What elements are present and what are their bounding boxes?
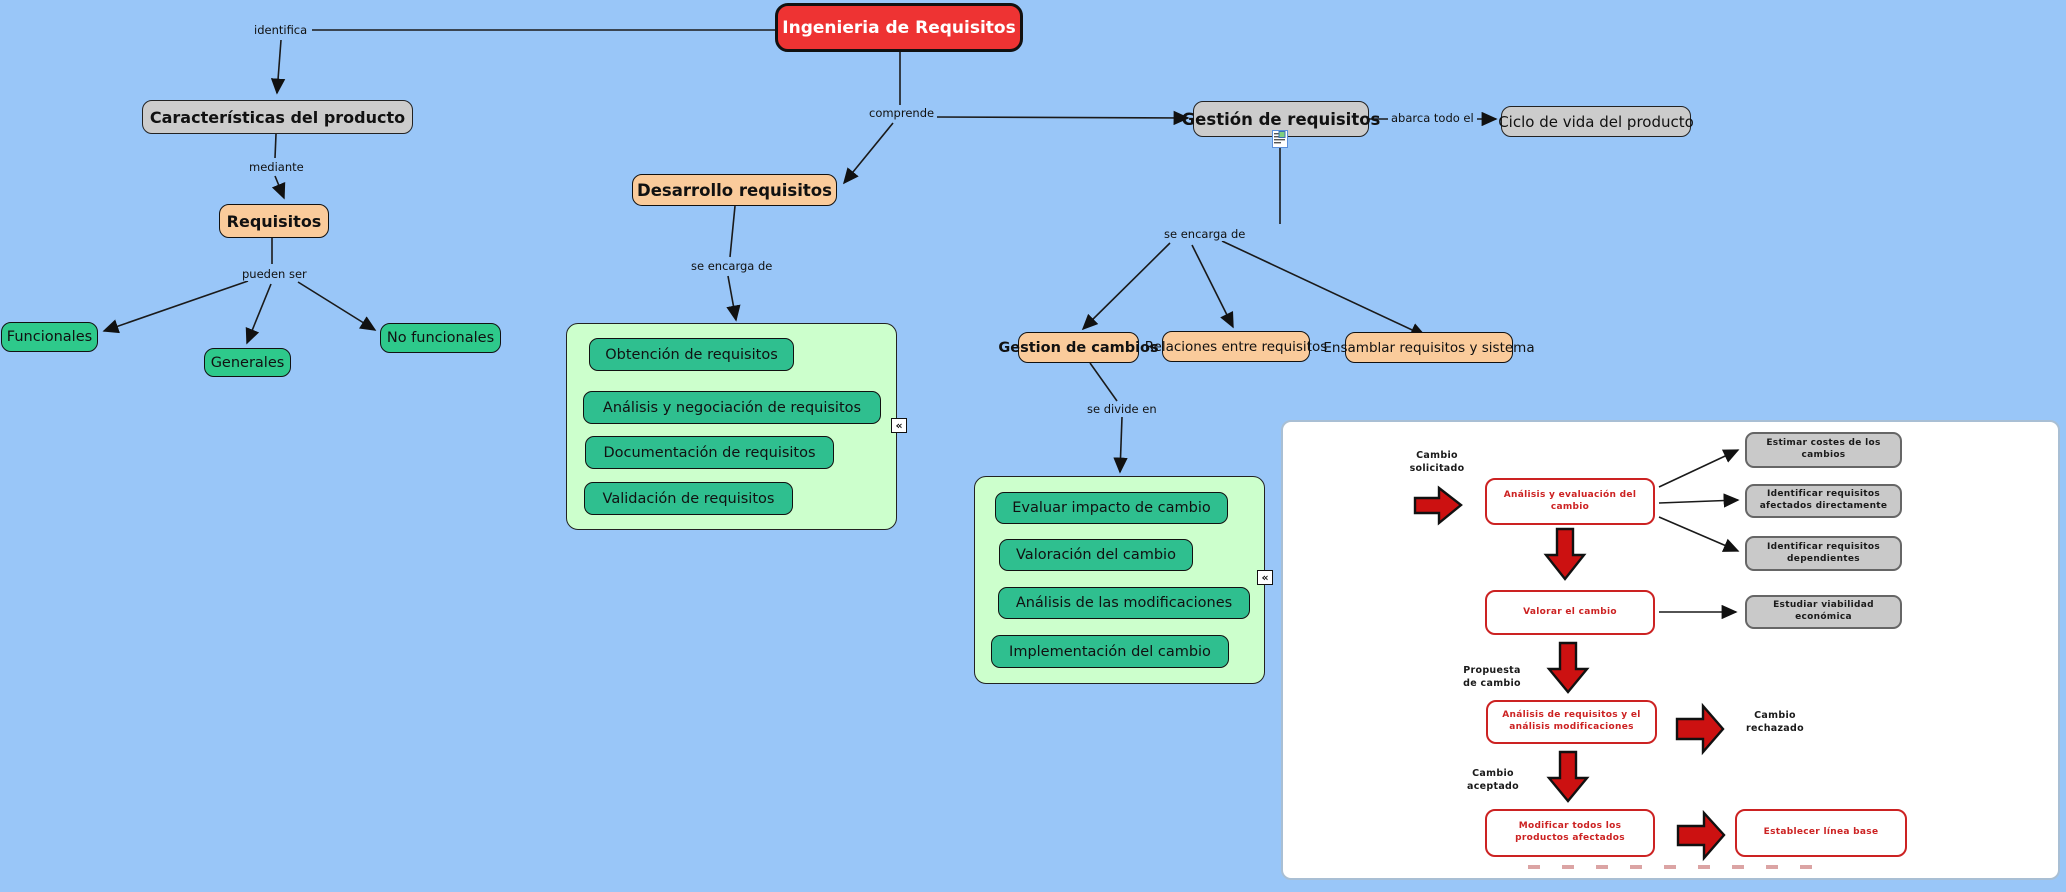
attached-resource-icon[interactable] [1272,130,1288,148]
link-label-se-encarga-de[interactable]: se encarga de [1161,227,1249,241]
link-label-se-divide-en[interactable]: se divide en [1084,402,1160,416]
collapse-handle-icon[interactable]: « [1257,570,1273,585]
flow-step-analisis-modificaciones: Análisis de requisitos y el análisis mod… [1486,700,1657,744]
node-caracteristicas[interactable]: Características del producto [142,100,413,134]
flow-step-estudiar-viabilidad: Estudiar viabilidad económica [1745,595,1902,629]
panel-item[interactable]: Documentación de requisitos [585,436,834,469]
link-label-identifica[interactable]: identifica [251,23,311,37]
desarrollo-requisitos-panel[interactable]: Obtención de requisitos Análisis y negoc… [566,323,897,530]
panel-item[interactable]: Implementación del cambio [991,635,1229,668]
node-gestion-requisitos[interactable]: Gestión de requisitos [1182,101,1380,137]
node-ensamblar[interactable]: Ensamblar requisitos y sistema [1323,332,1535,363]
node-funcionales[interactable]: Funcionales [1,322,98,352]
panel-item[interactable]: Evaluar impacto de cambio [995,492,1228,524]
link-label-pueden-ser[interactable]: pueden ser [239,267,310,281]
gestion-cambios-panel[interactable]: Evaluar impacto de cambio Valoración del… [974,476,1265,684]
cropped-caption [1528,865,1814,869]
link-label-abarca-todo-el[interactable]: abarca todo el [1388,111,1477,125]
node-ciclo-vida[interactable]: Ciclo de vida del producto [1498,106,1694,137]
collapse-handle-icon[interactable]: « [891,418,907,433]
flow-step-analisis-evaluacion: Análisis y evaluación del cambio [1485,478,1655,525]
link-label-mediante[interactable]: mediante [246,160,307,174]
node-root-title[interactable]: Ingenieria de Requisitos [775,3,1023,52]
link-label-comprende[interactable]: comprende [866,106,938,120]
change-process-image-panel[interactable] [1281,420,2060,880]
node-no-funcionales[interactable]: No funcionales [380,323,501,353]
flow-step-identificar-afectados: Identificar requisitos afectados directa… [1745,484,1902,518]
link-label-se-encarga-de[interactable]: se encarga de [688,259,776,273]
node-generales[interactable]: Generales [204,348,291,377]
flow-step-modificar-productos: Modificar todos los productos afectados [1485,809,1655,857]
flow-label-cambio-aceptado: Cambio aceptado [1467,768,1519,792]
flow-step-establecer-linea-base: Establecer línea base [1735,809,1907,857]
panel-item[interactable]: Validación de requisitos [584,482,793,515]
panel-item[interactable]: Obtención de requisitos [589,338,794,371]
node-requisitos[interactable]: Requisitos [219,204,329,238]
panel-item[interactable]: Análisis de las modificaciones [998,587,1250,619]
node-relaciones[interactable]: Relaciones entre requisitos [1145,331,1327,362]
flowchart-block-arrows [1413,485,1726,862]
flow-step-identificar-dependientes: Identificar requisitos dependientes [1745,536,1902,571]
node-gestion-cambios[interactable]: Gestion de cambios [998,332,1159,363]
panel-item[interactable]: Valoración del cambio [999,539,1193,571]
flow-step-estimar-costes: Estimar costes de los cambios [1745,432,1902,468]
flow-label-propuesta-cambio: Propuesta de cambio [1463,665,1521,689]
flow-step-valorar-cambio: Valorar el cambio [1485,590,1655,635]
panel-item[interactable]: Análisis y negociación de requisitos [583,391,881,424]
node-desarrollo-requisitos[interactable]: Desarrollo requisitos [632,174,837,206]
flow-label-cambio-rechazado: Cambio rechazado [1746,710,1804,734]
flow-label-cambio-solicitado: Cambio solicitado [1409,450,1465,474]
